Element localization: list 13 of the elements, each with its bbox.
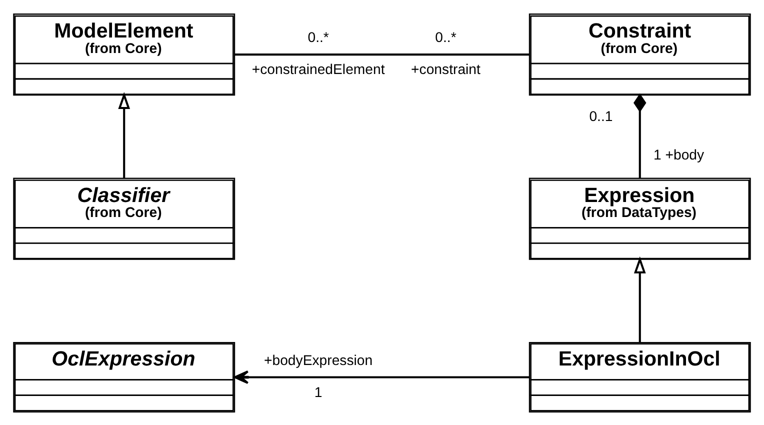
label: 0..* xyxy=(435,28,456,45)
label: 0..* xyxy=(308,28,329,45)
label: 1 +body xyxy=(653,146,704,162)
label: 0..1 xyxy=(589,108,613,124)
label: +constraint xyxy=(411,60,480,77)
label: +bodyExpression xyxy=(264,351,373,368)
connector xyxy=(234,53,530,56)
arrow xyxy=(118,92,130,178)
arrow xyxy=(634,256,646,342)
label: 1 xyxy=(314,383,322,400)
connector xyxy=(634,92,646,178)
label: +constrainedElement xyxy=(252,60,385,77)
arrow xyxy=(234,370,530,384)
